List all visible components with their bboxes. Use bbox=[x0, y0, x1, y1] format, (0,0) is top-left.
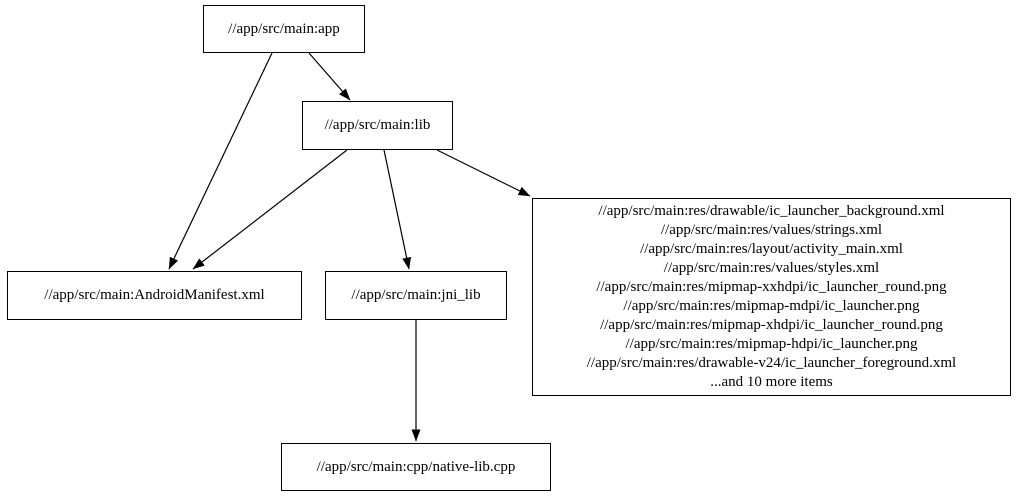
node-android-manifest[interactable]: //app/src/main:AndroidManifest.xml bbox=[7, 271, 302, 320]
edge-lib-android-manifest bbox=[192, 149, 348, 270]
edge-app-android-manifest bbox=[168, 52, 273, 270]
node-native-lib-cpp[interactable]: //app/src/main:cpp/native-lib.cpp bbox=[281, 443, 551, 491]
res-group-line: //app/src/main:res/mipmap-mdpi/ic_launch… bbox=[623, 298, 920, 314]
node-res-group[interactable]: //app/src/main:res/drawable/ic_launcher_… bbox=[532, 198, 1011, 396]
node-lib-label: //app/src/main:lib bbox=[324, 117, 431, 133]
edge-lib-jni-lib bbox=[383, 149, 412, 270]
res-group-line: //app/src/main:res/drawable-v24/ic_launc… bbox=[586, 355, 957, 371]
res-group-line: //app/src/main:res/layout/activity_main.… bbox=[640, 241, 903, 257]
res-group-line: //app/src/main:res/mipmap-xhdpi/ic_launc… bbox=[600, 317, 943, 333]
res-group-line: //app/src/main:res/values/strings.xml bbox=[660, 222, 883, 238]
res-group-line: //app/src/main:res/drawable/ic_launcher_… bbox=[598, 203, 945, 219]
res-group-line: ...and 10 more items bbox=[710, 374, 833, 390]
node-jni-lib[interactable]: //app/src/main:jni_lib bbox=[325, 271, 507, 320]
res-group-line: //app/src/main:res/values/styles.xml bbox=[663, 260, 880, 276]
node-app[interactable]: //app/src/main:app bbox=[203, 5, 365, 53]
edge-app-lib bbox=[308, 52, 351, 101]
res-group-line: //app/src/main:res/mipmap-xxhdpi/ic_laun… bbox=[596, 279, 947, 295]
node-jni-lib-label: //app/src/main:jni_lib bbox=[351, 287, 481, 303]
node-lib[interactable]: //app/src/main:lib bbox=[302, 101, 453, 150]
node-native-lib-cpp-label: //app/src/main:cpp/native-lib.cpp bbox=[316, 458, 516, 475]
node-android-manifest-label: //app/src/main:AndroidManifest.xml bbox=[44, 287, 265, 303]
edge-lib-res-group bbox=[436, 149, 531, 197]
node-app-label: //app/src/main:app bbox=[228, 20, 340, 37]
res-group-line: //app/src/main:res/mipmap-hdpi/ic_launch… bbox=[625, 336, 918, 352]
